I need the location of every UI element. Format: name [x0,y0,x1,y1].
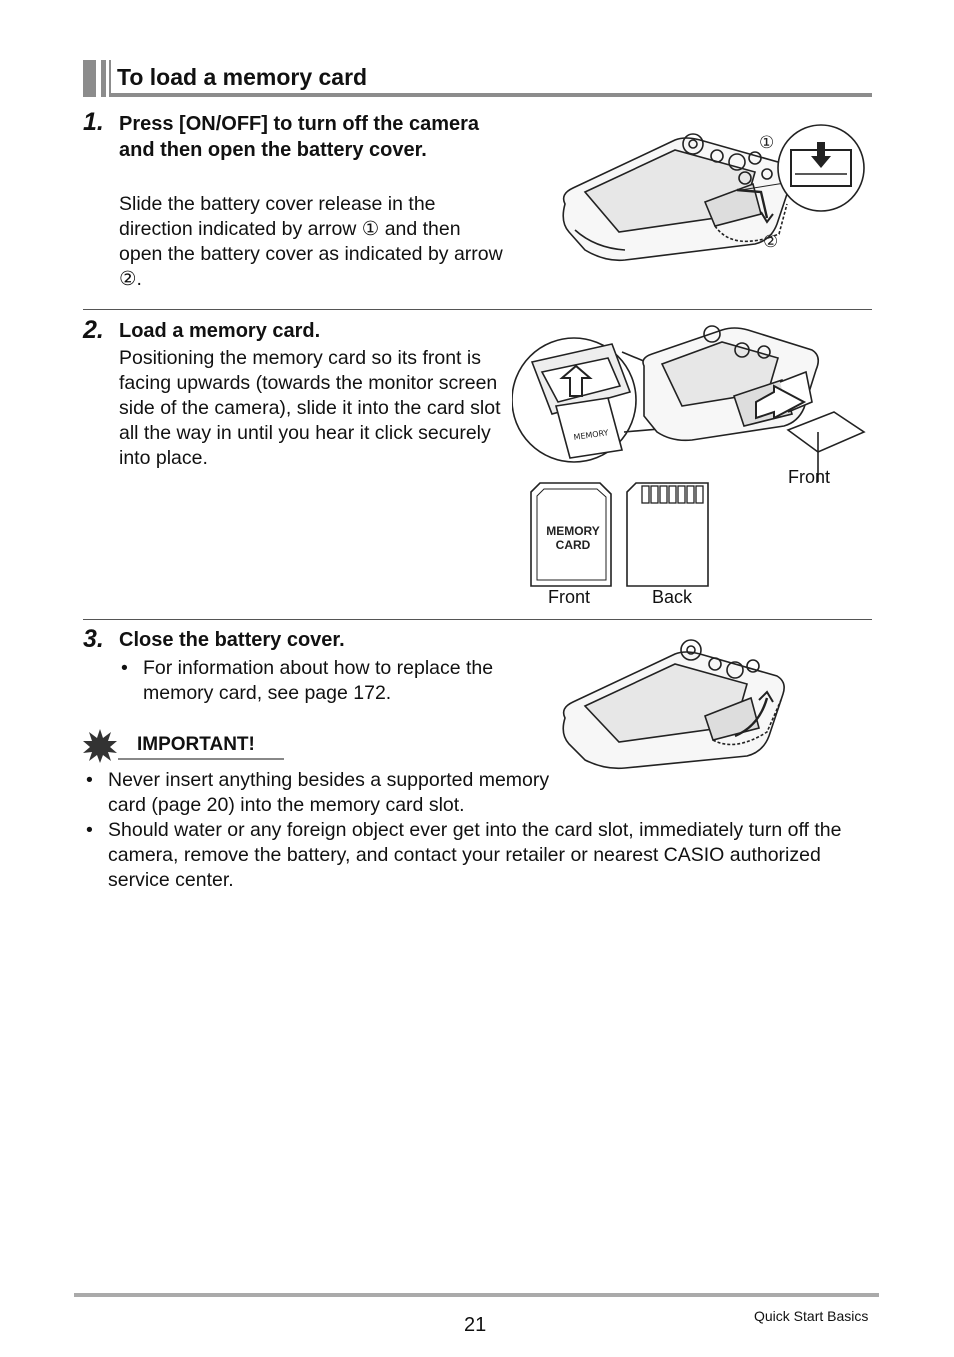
step-2-number: 2. [83,316,104,344]
step-divider [83,309,872,310]
step-divider [83,619,872,620]
section-title: To load a memory card [117,64,368,90]
card-front-text-2: CARD [556,538,591,552]
step-1-number: 1. [83,108,104,136]
card-front-text-1: MEMORY [546,524,600,538]
step-1-title: Press [ON/OFF] to turn off the camera an… [119,113,480,161]
important-starburst-icon [83,729,117,763]
section-heading: To load a memory card [83,60,872,97]
step-3-title: Close the battery cover. [119,629,345,651]
page-number: 21 [464,1314,487,1336]
list-item: Should water or any foreign object ever … [86,818,870,893]
list-item: Never insert anything besides a supporte… [86,768,558,818]
battery-cover-release-callout [740,124,865,212]
label-front-top: Front [788,467,831,487]
step-3-bullets: For information about how to replace the… [121,656,501,706]
label-front: Front [548,587,591,607]
label-back: Back [652,587,693,607]
memory-card-front-diagram: MEMORY CARD [530,482,612,587]
footer-section-name: Quick Start Basics [754,1308,869,1324]
step-3-number: 3. [83,625,104,653]
important-underline [118,758,284,760]
camera-open-battery-cover-illustration: ① ② [562,124,865,262]
camera-insert-card-illustration: MEMORY [512,325,866,482]
list-item: For information about how to replace the… [121,656,501,706]
important-heading: IMPORTANT! [137,734,255,755]
step-2-body: Positioning the memory card so its front… [119,347,501,469]
important-list: Never insert anything besides a supporte… [86,768,870,893]
footer-rule [74,1293,879,1297]
memory-card-back-diagram [626,482,709,587]
callout-2-label: ② [763,232,778,252]
step-2-title: Load a memory card. [119,320,321,342]
callout-1-label: ① [759,133,774,153]
camera-close-cover-illustration [562,639,785,770]
step-1-body: Slide the battery cover release in the d… [119,193,503,290]
heading-rule [109,93,872,97]
